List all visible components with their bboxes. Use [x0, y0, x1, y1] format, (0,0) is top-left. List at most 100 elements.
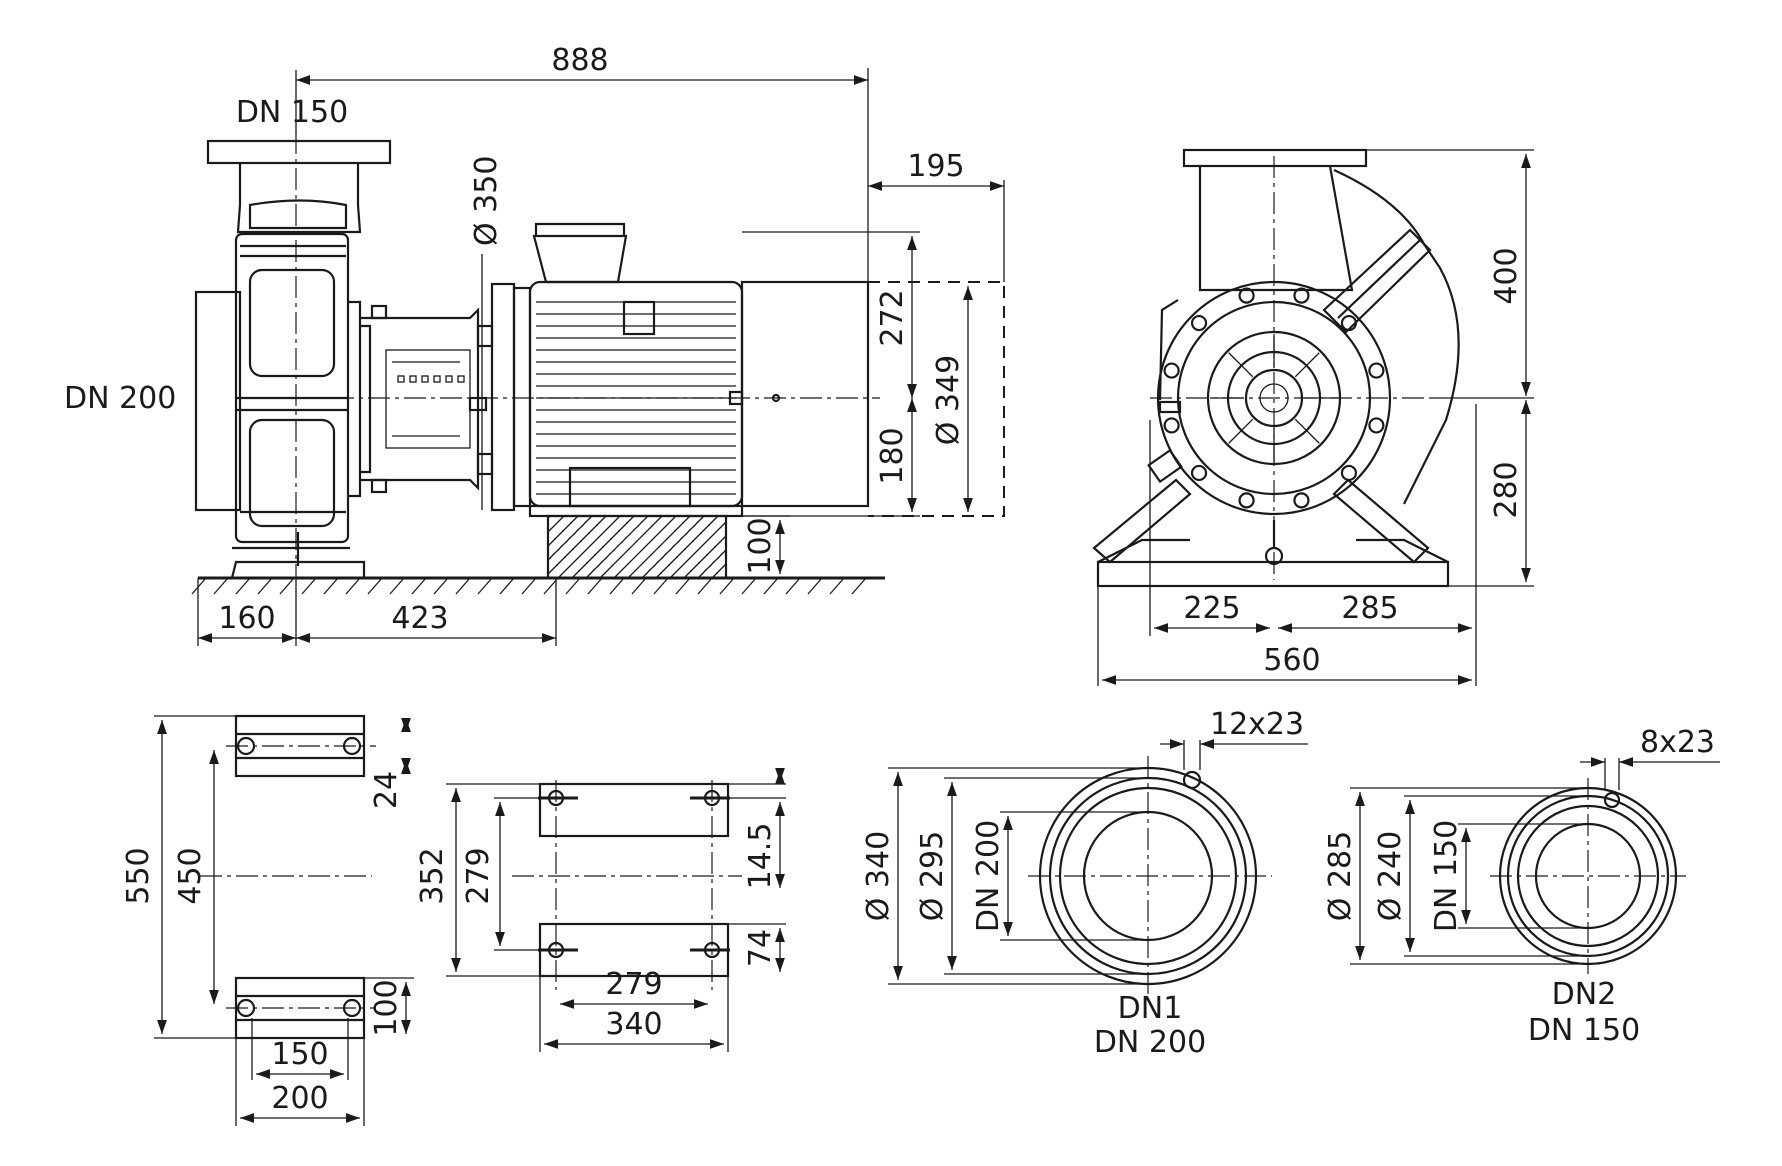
label-suction-flange: DN 200 — [64, 381, 176, 416]
ground-hatch-line — [851, 577, 867, 595]
label-dn2-size: DN 150 — [1528, 1013, 1640, 1048]
ground-hatch-line — [741, 577, 757, 595]
dim-motor-foot-hole-width: 279 — [605, 967, 662, 1002]
dim-front-width-right: 285 — [1341, 591, 1398, 626]
dim-motor-foot-width: 340 — [605, 1007, 662, 1042]
base-hatch-line — [585, 515, 649, 579]
motor-base-block — [546, 514, 728, 580]
ground-hatch-line — [257, 577, 273, 595]
dim-pump-foot-overall: 550 — [121, 847, 156, 904]
ground-hatch-line — [433, 577, 449, 595]
dim-front-width-left: 225 — [1183, 591, 1240, 626]
dim-pump-foot-inner: 150 — [271, 1037, 328, 1072]
impeller-spoke — [1228, 418, 1254, 444]
label-dn1-size: DN 200 — [1094, 1025, 1206, 1060]
impeller-spoke — [1294, 418, 1320, 444]
dim-motor-foot-overall: 352 — [415, 847, 450, 904]
front-bolt-hole — [1238, 287, 1255, 304]
dim-pump-foot-height: 100 — [369, 979, 404, 1036]
ground-hatch-line — [807, 577, 823, 595]
ground-hatch-line — [829, 577, 845, 595]
ground-hatch-line — [785, 577, 801, 595]
front-bolt-hole — [1293, 492, 1310, 509]
dim-dn2-bolt-circle: Ø 240 — [1373, 831, 1408, 921]
ground-hatch-line — [653, 577, 669, 595]
dim-dn1-outer: Ø 340 — [861, 831, 896, 921]
dim-motor-base-height: 100 — [743, 517, 778, 574]
ground-hatch-line — [367, 577, 383, 595]
dim-dn2-outer: Ø 285 — [1323, 831, 1358, 921]
base-hatch-line — [571, 515, 635, 579]
motor-foot-view — [512, 780, 742, 990]
front-bolt-hole — [1163, 417, 1180, 434]
flange-dn1-view — [1028, 756, 1272, 996]
ground-hatch-line — [411, 577, 427, 595]
side-view — [191, 132, 1005, 595]
pump-casing — [194, 139, 392, 580]
ground-hatch-line — [389, 577, 405, 595]
ground-hatch-line — [235, 577, 251, 595]
bracket-mark — [421, 375, 429, 383]
pump-foot-view — [200, 714, 376, 1040]
dim-front-height-top: 400 — [1489, 247, 1524, 304]
label-dn2: DN2 — [1552, 977, 1617, 1012]
dim-motor-foot-offset: 14.5 — [743, 823, 778, 890]
ground-hatch-line — [763, 577, 779, 595]
dimension-labels: 888 195 Ø 350 272 180 Ø 349 100 160 423 … — [64, 43, 1715, 1116]
front-view — [1092, 148, 1460, 588]
dim-pump-foot-outer: 200 — [271, 1081, 328, 1116]
dim-fan-overhang: 195 — [907, 149, 964, 184]
ground-hatch-line — [477, 577, 493, 595]
base-hatch-line — [627, 515, 691, 579]
front-bolt-hole — [1190, 314, 1208, 332]
ground-hatch-line — [213, 577, 229, 595]
ground-hatch-line — [609, 577, 625, 595]
ground-hatch-line — [301, 577, 317, 595]
motor-body — [528, 222, 870, 518]
base-hatch-line — [557, 515, 621, 579]
dim-dn1-bolt-holes: 12x23 — [1210, 707, 1304, 742]
bearing-bracket — [348, 300, 494, 498]
dim-motor-diameter: Ø 349 — [931, 355, 966, 445]
front-bolt-hole — [1293, 287, 1310, 304]
ground-hatch-line — [345, 577, 361, 595]
dim-motor-foot-holes: 279 — [461, 847, 496, 904]
dim-dn1-bolt-circle: Ø 295 — [915, 831, 950, 921]
dim-dn2-bore: DN 150 — [1429, 820, 1464, 932]
ground-hatch-line — [697, 577, 713, 595]
base-hatch-line — [613, 515, 677, 579]
motor-flange — [490, 282, 532, 512]
front-bolt-hole — [1368, 417, 1385, 434]
front-bolt-hole — [1340, 464, 1358, 482]
dim-base-distance: 423 — [391, 601, 448, 636]
dim-overall-length: 888 — [551, 43, 608, 78]
base-hatch-line — [655, 515, 719, 579]
front-bolt-hole — [1190, 464, 1208, 482]
dim-pump-foot-holes: 450 — [173, 847, 208, 904]
ground-hatch-line — [191, 577, 207, 595]
ground-hatch-line — [587, 577, 603, 595]
front-bolt-hole — [1368, 362, 1385, 379]
base-hatch-line — [547, 515, 607, 575]
ground-hatch-line — [675, 577, 691, 595]
ground-hatch-line — [499, 577, 515, 595]
dim-pump-foot-length: 160 — [218, 601, 275, 636]
impeller-spoke — [1228, 352, 1254, 378]
ground-hatch-line — [279, 577, 295, 595]
dim-dn2-bolt-holes: 8x23 — [1640, 725, 1715, 760]
impeller-spoke — [1294, 352, 1320, 378]
flange-dn2-view — [1490, 778, 1686, 974]
label-dn1: DN1 — [1118, 991, 1183, 1026]
base-hatch-line — [669, 521, 727, 579]
dim-motor-height-bottom: 180 — [875, 427, 910, 484]
base-hatch-line — [711, 563, 727, 579]
base-hatch-line — [599, 515, 663, 579]
ground-hatch-line — [455, 577, 471, 595]
ground-hatch-line — [565, 577, 581, 595]
front-bolt-hole — [1340, 314, 1358, 332]
bracket-mark — [433, 375, 441, 383]
dim-dn1-bore: DN 200 — [971, 820, 1006, 932]
base-hatch-line — [547, 515, 593, 561]
bracket-mark — [457, 375, 465, 383]
dimension-lines — [154, 68, 1720, 1126]
